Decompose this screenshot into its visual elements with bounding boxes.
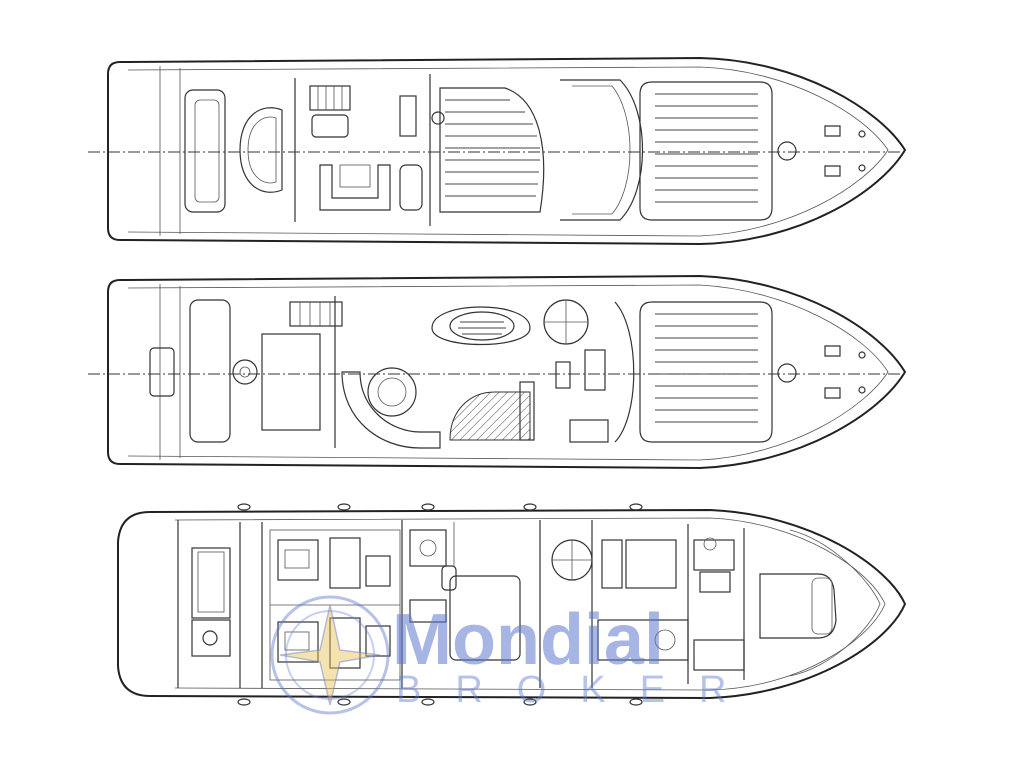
engine-room xyxy=(269,529,401,681)
forward-cabin xyxy=(759,529,881,677)
portholes xyxy=(237,503,643,706)
mondial-broker-watermark: Mondial BROKER xyxy=(270,595,760,715)
lower-deck-plan xyxy=(117,503,907,706)
flybridge-sunpad xyxy=(639,81,773,221)
flybridge-plan xyxy=(88,56,908,246)
compass-logo-icon xyxy=(270,595,390,715)
main-deck-sunpad xyxy=(639,301,773,443)
main-deck-plan xyxy=(88,274,908,470)
watermark-subtitle: BROKER xyxy=(396,669,760,711)
flybridge-teak-planks xyxy=(445,99,540,197)
watermark-title: Mondial xyxy=(392,600,664,680)
